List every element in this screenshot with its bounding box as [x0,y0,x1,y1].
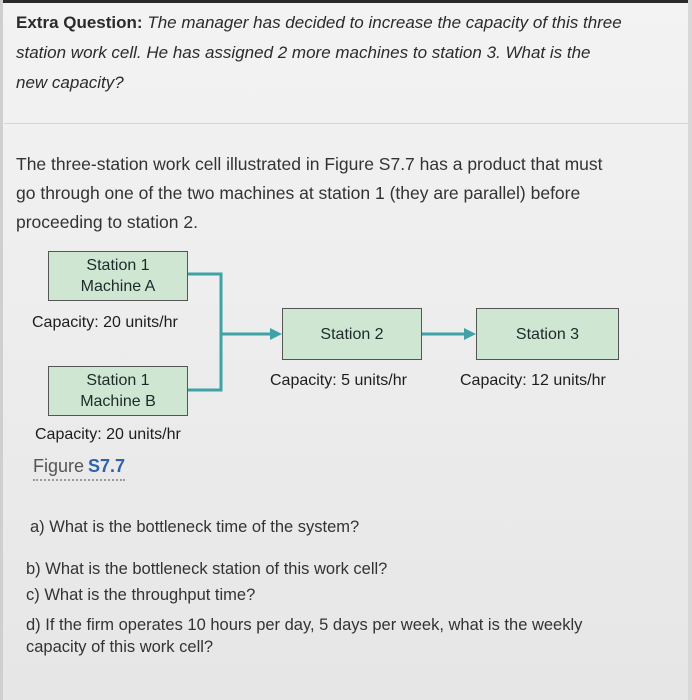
station2-capacity: Capacity: 5 units/hr [270,372,407,389]
station1-machine-b-box: Station 1 Machine B [48,366,188,416]
question-d-line1: d) If the firm operates 10 hours per day… [26,616,583,634]
station3-box: Station 3 [476,308,619,360]
machine-b-label: Machine B [80,393,156,410]
figure-caption-number: S7.7 [88,456,126,476]
intro-line3: proceeding to station 2. [16,212,198,232]
station1-machine-a-box: Station 1 Machine A [48,251,188,301]
question-a: a) What is the bottleneck time of the sy… [30,518,360,536]
question-d-line2: capacity of this work cell? [26,638,214,656]
station3-capacity: Capacity: 12 units/hr [460,372,606,389]
extra-question-line1: The manager has decided to increase the … [147,13,622,32]
right-edge [688,0,692,700]
problem-intro: The three-station work cell illustrated … [16,150,656,237]
machine-b-capacity: Capacity: 20 units/hr [35,426,181,443]
machine-a-capacity: Capacity: 20 units/hr [32,314,178,331]
extra-question-lead: Extra Question: [16,13,143,32]
top-edge [0,0,692,3]
station2-label: Station 2 [320,326,384,343]
question-b: b) What is the bottleneck station of thi… [26,560,388,578]
question-d: d) If the firm operates 10 hours per day… [26,614,666,658]
station1b-label: Station 1 [86,372,150,389]
extra-question-line2: station work cell. He has assigned 2 mor… [16,43,591,62]
station3-label: Station 3 [515,326,580,343]
extra-question: Extra Question: The manager has decided … [16,8,656,98]
section-divider [4,123,688,124]
station1a-label: Station 1 [86,257,150,274]
machine-a-label: Machine A [80,278,156,295]
intro-line2: go through one of the two machines at st… [16,183,581,203]
station2-box: Station 2 [282,308,422,360]
question-c: c) What is the throughput time? [26,586,256,604]
extra-question-line3: new capacity? [16,73,124,92]
intro-line1: The three-station work cell illustrated … [16,154,603,174]
figure-caption-word: Figure [33,456,85,476]
left-edge [0,0,3,700]
